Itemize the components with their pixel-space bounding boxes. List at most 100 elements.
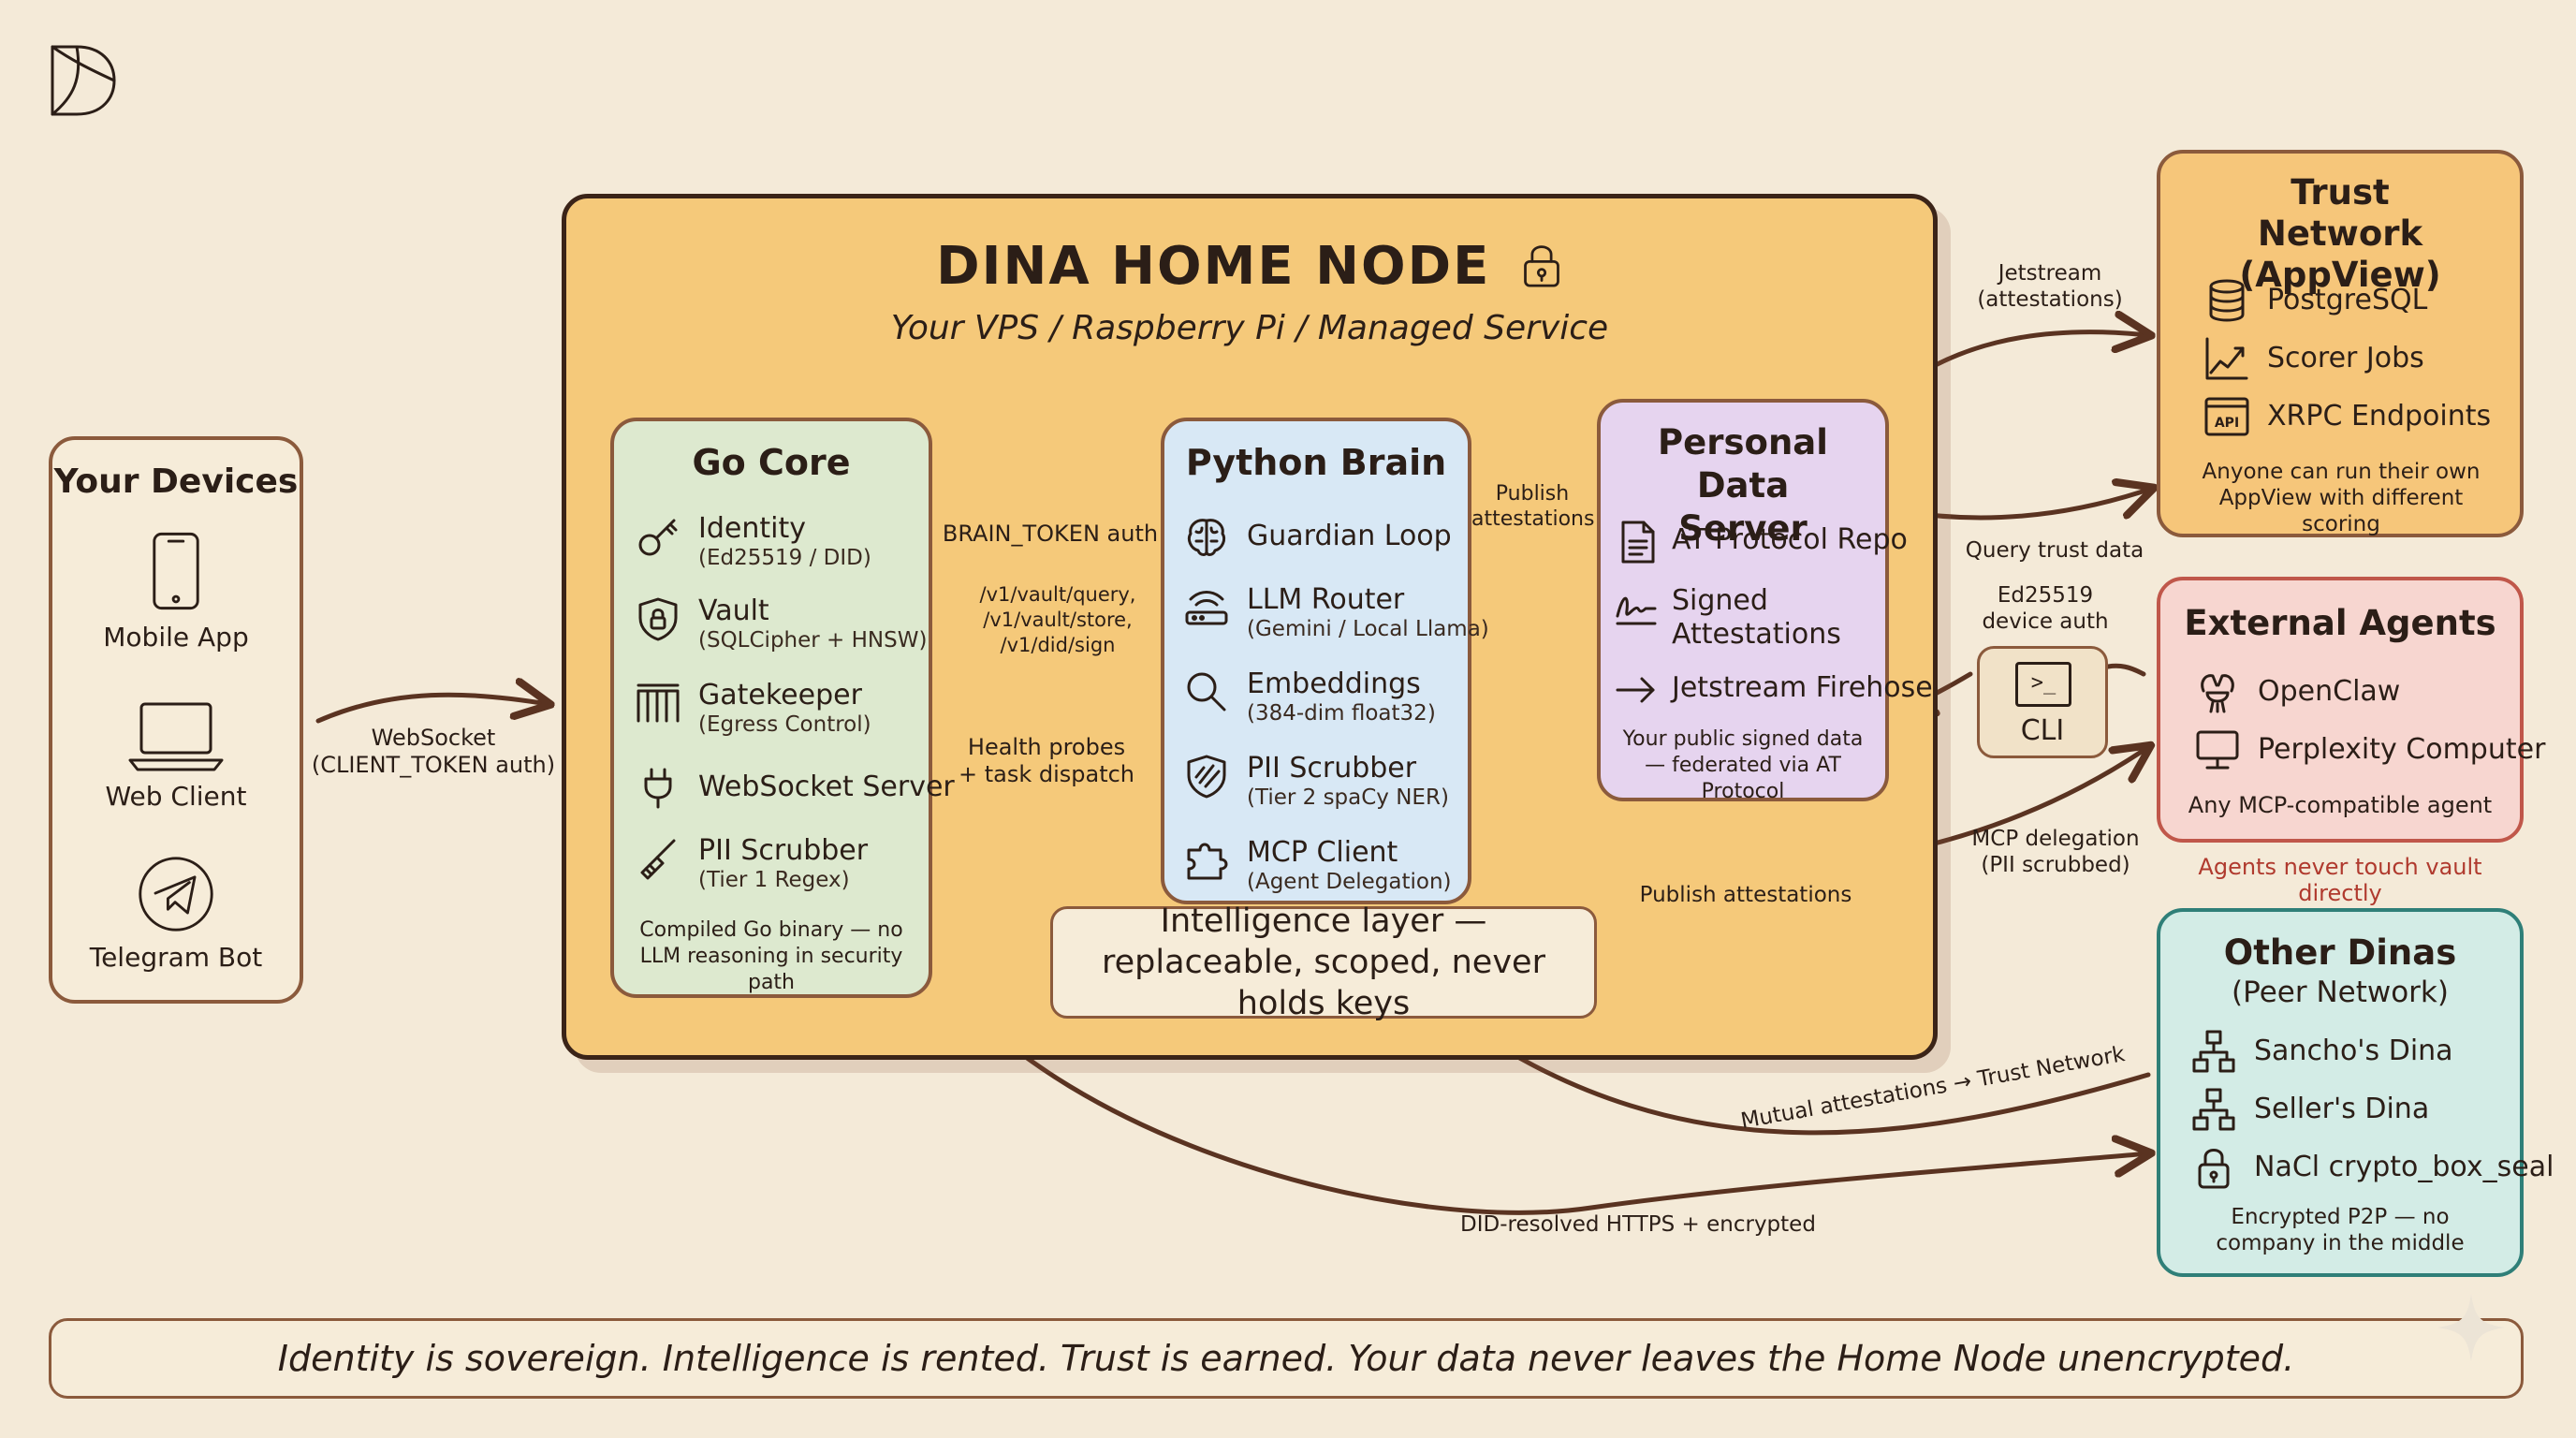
magnifier-icon [1187, 672, 1226, 712]
item-sub: (384-dim float32) [1247, 701, 1436, 726]
item-label: PII Scrubber [698, 834, 869, 867]
cli-label: CLI [2020, 714, 2065, 747]
peer-sancho-dina[interactable]: Sancho's Dina [2190, 1028, 2453, 1075]
item-label: XRPC Endpoints [2267, 400, 2492, 433]
trust-network-note: Anyone can run their own AppView with di… [2202, 460, 2481, 536]
phone-icon [153, 532, 199, 610]
arrow-label-query-trust: Query trust data [1965, 538, 2144, 563]
device-label: Telegram Bot [89, 942, 263, 973]
arrow-label-brain-token: BRAIN_TOKEN auth [942, 521, 1159, 547]
go-core-note: Compiled Go binary — no LLM reasoning in… [639, 918, 903, 994]
device-mobile-app[interactable]: Mobile App [49, 530, 303, 653]
chart-icon [2205, 337, 2248, 380]
go-core-panel [610, 418, 932, 998]
shield-icon [638, 597, 678, 641]
item-label: Perplexity Computer [2258, 733, 2546, 766]
key-icon [638, 519, 678, 556]
item-label: PII Scrubber [1247, 752, 1417, 785]
item-label: Embeddings [1247, 668, 1421, 700]
agent-perplexity-computer[interactable]: Perplexity Computer [2194, 726, 2545, 773]
python-brain-title: Python Brain [1185, 442, 1447, 483]
brain-embeddings[interactable]: Embeddings(384-dim float32) [1183, 668, 1436, 726]
device-telegram-bot[interactable]: Telegram Bot [49, 854, 303, 973]
item-label: WebSocket Server [698, 770, 955, 803]
peer-seller-dina[interactable]: Seller's Dina [2190, 1086, 2429, 1133]
item-label: Guardian Loop [1247, 520, 1452, 552]
cli-box[interactable]: >_ CLI [1977, 646, 2108, 758]
trust-postgresql[interactable]: PostgreSQL [2203, 277, 2427, 324]
home-node-title-text: DINA HOME NODE [936, 236, 1491, 297]
external-agents-warning: Agents never touch vault directly [2198, 854, 2482, 906]
external-agents-title: External Agents [2184, 603, 2496, 643]
arrow-label-mcp-delegation: MCP delegation (PII scrubbed) [1971, 827, 2140, 877]
arrow-label-did-https: DID-resolved HTTPS + encrypted [1460, 1212, 1816, 1237]
device-label: Mobile App [103, 622, 249, 653]
item-label: Gatekeeper [698, 679, 862, 712]
footer-text: Identity is sovereign. Intelligence is r… [277, 1338, 2295, 1379]
network-icon [2192, 1030, 2235, 1073]
signature-icon [1616, 596, 1657, 625]
agent-openclaw[interactable]: OpenClaw [2194, 668, 2400, 715]
intelligence-layer-note: Intelligence layer — replaceable, scoped… [1050, 902, 1597, 1022]
item-label: Sancho's Dina [2254, 1034, 2453, 1067]
item-sub: (Egress Control) [698, 712, 871, 737]
item-sub: (Ed25519 / DID) [698, 546, 871, 570]
terminal-icon: >_ [2015, 662, 2071, 707]
brain-guardian-loop[interactable]: Guardian Loop [1183, 513, 1452, 560]
brain-llm-router[interactable]: LLM Router(Gemini / Local Llama) [1183, 584, 1489, 642]
go-core-vault[interactable]: Vault(SQLCipher + HNSW) [635, 595, 927, 653]
arrow-label-publish: Publish attestations [1471, 482, 1595, 531]
padlock-icon [2198, 1149, 2230, 1189]
arrow-right-icon [1616, 677, 1655, 703]
item-sub: (Agent Delegation) [1247, 870, 1452, 894]
go-core-identity[interactable]: Identity(Ed25519 / DID) [635, 513, 871, 571]
arrow-label-jetstream: Jetstream (attestations) [1977, 261, 2123, 312]
dina-logo [45, 41, 120, 120]
pds-title: Personal Data Server [1658, 422, 1828, 549]
item-label: Signed Attestations [1672, 584, 1841, 651]
pds-at-protocol-repo[interactable]: AT Protocol Repo [1614, 519, 1908, 565]
item-label: OpenClaw [2258, 675, 2401, 708]
trust-network-panel [2157, 150, 2524, 537]
shield-icon [1187, 755, 1226, 799]
brain-mcp-client[interactable]: MCP Client(Agent Delegation) [1183, 837, 1452, 895]
peer-nacl-crypto[interactable]: NaCl crypto_box_seal [2190, 1144, 2554, 1191]
sparkle-icon [2434, 1290, 2509, 1365]
item-label: Jetstream Firehose [1672, 671, 1933, 704]
pds-panel [1597, 399, 1889, 801]
other-dinas-panel [2157, 908, 2524, 1277]
item-sub: (Tier 1 Regex) [698, 868, 850, 892]
go-core-pii-scrubber[interactable]: PII Scrubber(Tier 1 Regex) [635, 835, 868, 893]
arrow-label-websocket: WebSocket (CLIENT_TOKEN auth) [311, 725, 556, 778]
api-icon: API [2204, 397, 2249, 436]
item-sub: (SQLCipher + HNSW) [698, 628, 928, 653]
brain-pii-scrubber[interactable]: PII Scrubber(Tier 2 spaCy NER) [1183, 753, 1449, 811]
devices-title: Your Devices [53, 462, 299, 501]
puzzle-icon [1187, 843, 1228, 880]
device-web-client[interactable]: Web Client [49, 698, 303, 812]
intelligence-layer-text: Intelligence layer — replaceable, scoped… [1102, 902, 1545, 1022]
monitor-icon [2196, 730, 2239, 770]
claw-icon [2201, 674, 2234, 713]
other-dinas-note: Encrypted P2P — no company in the middle [2216, 1205, 2465, 1255]
item-label: AT Protocol Repo [1672, 523, 1908, 556]
go-core-websocket-server[interactable]: WebSocket Server [635, 764, 955, 811]
external-agents-note: Any MCP-compatible agent [2188, 792, 2493, 818]
pds-signed-attestations[interactable]: Signed Attestations [1614, 584, 1841, 652]
pds-jetstream-firehose[interactable]: Jetstream Firehose [1614, 667, 1933, 713]
arrow-label-brain-paths: /v1/vault/query, /v1/vault/store, /v1/di… [979, 583, 1136, 656]
telegram-icon [139, 857, 213, 932]
trust-network-title: Trust Network (AppView) [2239, 172, 2441, 295]
home-node-subtitle: Your VPS / Raspberry Pi / Managed Servic… [890, 309, 1609, 347]
other-dinas-subtitle: (Peer Network) [2232, 976, 2449, 1009]
item-label: LLM Router [1247, 583, 1405, 616]
go-core-gatekeeper[interactable]: Gatekeeper(Egress Control) [635, 680, 871, 738]
laptop-icon [128, 702, 224, 771]
trust-xrpc-endpoints[interactable]: API XRPC Endpoints [2203, 393, 2491, 440]
python-brain-panel [1161, 418, 1471, 904]
arrow-label-health: Health probes + task dispatch [958, 734, 1135, 787]
trust-scorer-jobs[interactable]: Scorer Jobs [2203, 335, 2424, 382]
network-icon [2192, 1088, 2235, 1131]
other-dinas-title: Other Dinas [2223, 932, 2457, 973]
arrow-label-publish-attestations: Publish attestations [1639, 883, 1852, 907]
